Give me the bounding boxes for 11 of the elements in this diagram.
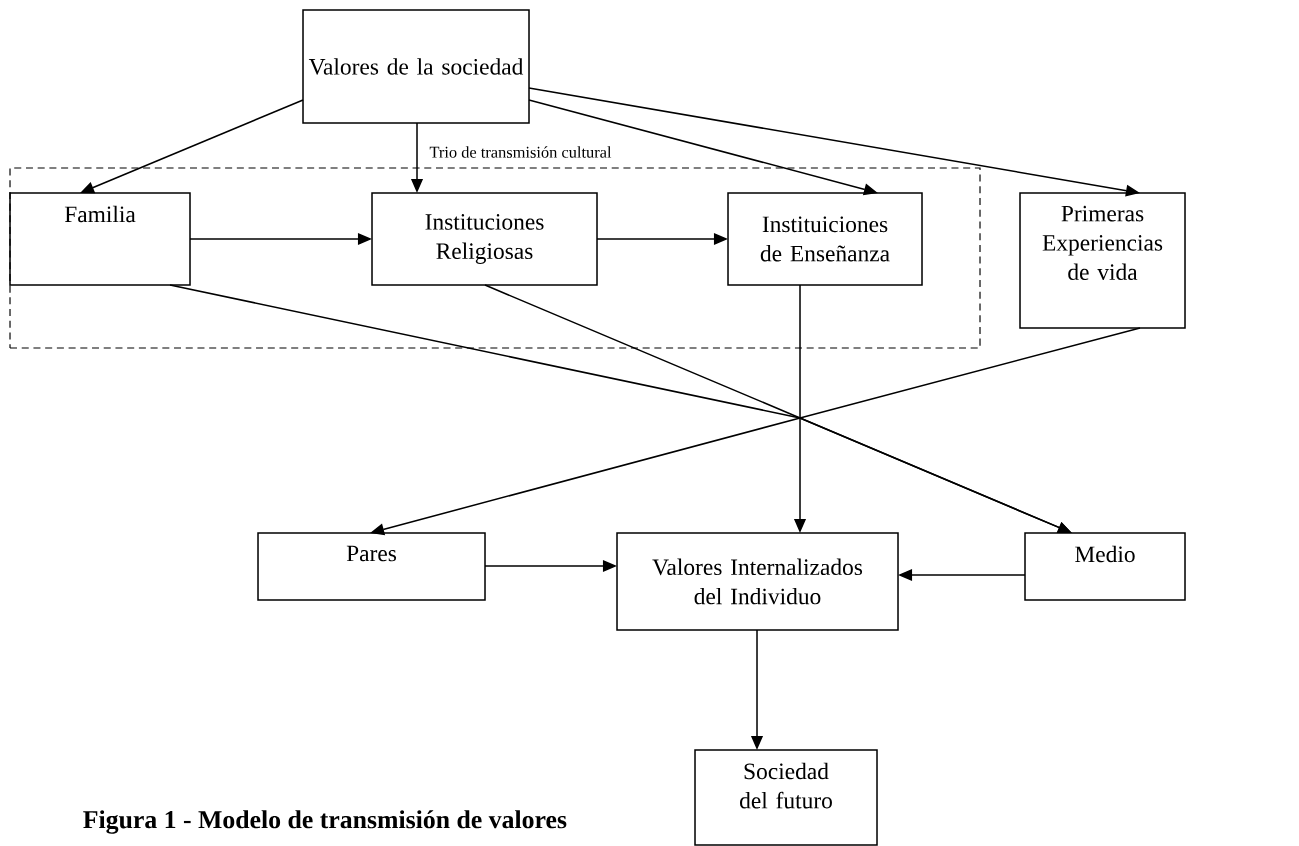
process-box: Valores de la sociedad: [302, 9, 530, 124]
process-box: Medio: [1024, 532, 1186, 601]
process-box: Valores Internalizados del Individuo: [616, 532, 899, 631]
node-label: Trio de transmisión cultural: [429, 146, 612, 158]
process-box: Instituciones Religiosas: [371, 192, 598, 286]
process-box: Instituiciones de Enseñanza: [727, 192, 923, 286]
process-box: Pares: [257, 532, 486, 601]
process-box: Familia: [9, 192, 191, 286]
caption: Figura 1 - Modelo de transmisión de valores: [83, 810, 567, 834]
process-box: Sociedad del futuro: [694, 749, 878, 846]
process-box: Primeras Experiencias de vida: [1019, 192, 1186, 329]
